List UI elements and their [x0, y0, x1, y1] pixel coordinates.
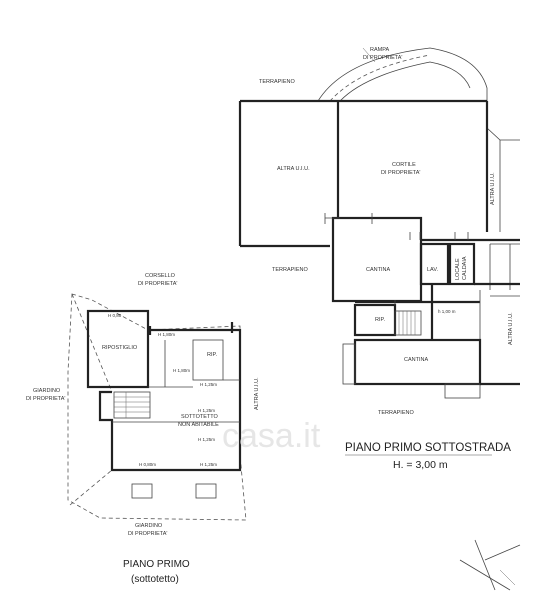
bump-bottom: [444, 383, 481, 399]
label-rip-upper: RIP.: [375, 317, 385, 323]
room-rip-lower: [192, 339, 224, 381]
label-cantina-lower: CANTINA: [404, 357, 428, 363]
label-cortile-prop: DI PROPRIETA': [381, 170, 420, 176]
label-caldaia: CALDAIA: [462, 256, 468, 280]
room-lav: [419, 242, 450, 286]
label-altra-uiu-lower: ALTRA U.I.U.: [254, 377, 260, 410]
label-giardino-bottom: GIARDINO: [135, 523, 163, 529]
height-label: H 1,25m: [200, 382, 217, 387]
label-lav: LAV.: [427, 267, 438, 273]
label-cantina-upper: CANTINA: [366, 267, 390, 273]
stair-lower: [113, 391, 151, 419]
label-level: h 1,00 m: [438, 309, 456, 314]
label-rampa-prop: DI PROPRIETA': [363, 55, 402, 61]
label-ripostiglio: RIPOSTIGLIO: [102, 345, 138, 351]
bump-left: [342, 343, 356, 385]
height-label: H 0,80: [108, 313, 122, 318]
label-giardino-left: GIARDINO: [33, 388, 61, 394]
room-cantina-upper: [331, 216, 423, 303]
lower-plan-subtitle: (sottotetto): [131, 574, 179, 585]
lower-plan-title: PIANO PRIMO: [123, 559, 190, 570]
label-cortile: CORTILE: [392, 162, 416, 168]
label-altra-uiu-right-bottom: ALTRA U.I.U.: [508, 312, 514, 345]
upper-plan-title: PIANO PRIMO SOTTOSTRADA: [345, 442, 511, 454]
label-terrapieno-mid: TERRAPIENO: [272, 267, 308, 273]
height-label: H 1,25m: [198, 437, 215, 442]
upper-floor-plan: [238, 47, 520, 399]
watermark-logo: casa.it: [222, 417, 321, 455]
label-terrapieno-top: TERRAPIENO: [259, 79, 295, 85]
skylight-right: [195, 483, 217, 499]
label-rampa: RAMPA: [370, 47, 389, 53]
room-ripostiglio: [86, 309, 150, 389]
height-label: H 1,25m: [200, 462, 217, 467]
height-label: H 1,80m: [173, 368, 190, 373]
height-label: H 0,80m: [139, 462, 156, 467]
ramp-guide: [329, 54, 431, 102]
height-label: H 1,80m: [158, 332, 175, 337]
label-giardino-bottom-prop: DI PROPRIETA': [128, 531, 167, 537]
label-giardino-left-prop: DI PROPRIETA': [26, 396, 65, 402]
label-locale: LOCALE: [455, 258, 461, 280]
height-label: H 1,25m: [198, 408, 215, 413]
north-arrow-icon: [459, 539, 521, 591]
skylight-left: [131, 483, 153, 499]
label-non-abitabile: NON ABITABILE: [178, 422, 219, 428]
label-rip-lower: RIP.: [207, 352, 217, 358]
label-sottotetto: SOTTOTETTO: [181, 414, 218, 420]
ramp-inner-outline: [339, 61, 471, 102]
label-altra-uiu-right-top: ALTRA U.I.U.: [490, 172, 496, 205]
upper-plan-height: H. = 3,00 m: [393, 459, 448, 471]
room-locale-caldaia: [448, 242, 476, 286]
label-corsello: CORSELLO: [145, 273, 176, 279]
stair-upper: [394, 310, 422, 336]
ramp-outline: [317, 47, 488, 128]
lower-floor-plan: [67, 293, 247, 521]
label-altra-uiu-left: ALTRA U.I.U.: [277, 166, 310, 172]
label-corsello-prop: DI PROPRIETA': [138, 281, 177, 287]
roof-outline: [67, 293, 247, 521]
label-terrapieno-bottom: TERRAPIENO: [378, 410, 414, 416]
